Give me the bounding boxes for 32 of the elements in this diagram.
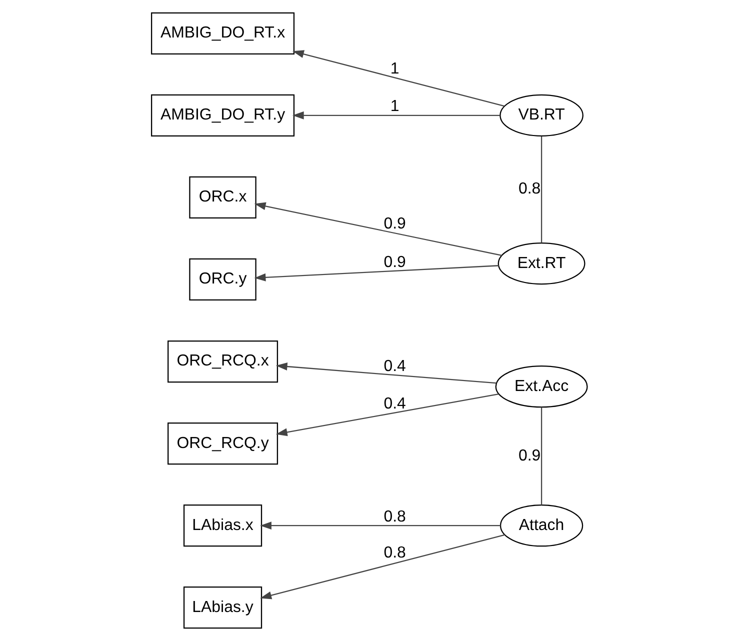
node-box: ORC_RCQ.y: [168, 422, 278, 465]
node-box: ORC.y: [189, 258, 256, 301]
edge-label: 0.8: [518, 180, 541, 198]
node-ellipse: Ext.Acc: [495, 366, 588, 408]
node-box: AMBIG_DO_RT.y: [150, 94, 295, 136]
arrow: [276, 362, 496, 384]
edge-label: 0.8: [384, 508, 406, 526]
node-box: ORC_RCQ.x: [168, 340, 278, 383]
edge-label: 0.9: [518, 447, 541, 464]
connector: [540, 136, 542, 243]
edge-label: 1: [390, 60, 400, 78]
arrow: [292, 111, 500, 120]
edge-label: 0.4: [384, 395, 406, 412]
node-ellipse: Attach: [500, 504, 584, 547]
node-box: LAbias.x: [183, 504, 262, 547]
arrow: [260, 522, 500, 530]
edge-label: 0.9: [384, 215, 406, 232]
node-box: AMBIG_DO_RT.x: [150, 12, 295, 54]
arrow: [260, 534, 506, 600]
edge-label: 0.9: [384, 254, 406, 272]
edge-label: 1: [390, 98, 400, 116]
edge-label: 0.4: [384, 358, 406, 375]
node-box: ORC.x: [189, 176, 256, 219]
arrow: [276, 394, 499, 436]
connector: [540, 407, 542, 506]
node-ellipse: VB.RT: [500, 94, 584, 136]
arrow: [254, 265, 499, 282]
node-box: LAbias.y: [183, 586, 262, 629]
edge-label: 0.8: [384, 544, 406, 562]
node-ellipse: Ext.RT: [498, 242, 586, 285]
arrow: [292, 50, 504, 107]
arrow: [254, 202, 502, 256]
